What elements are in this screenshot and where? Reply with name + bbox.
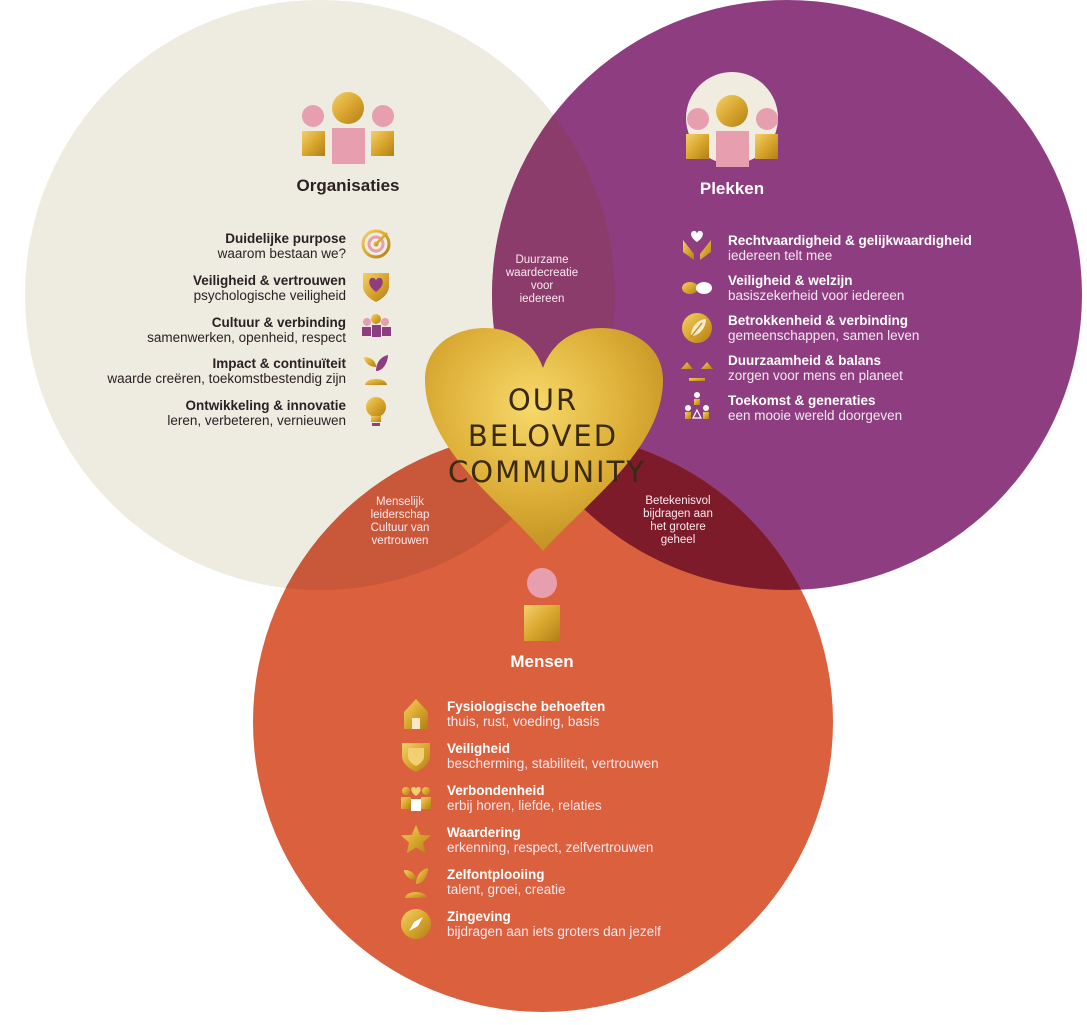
sprout-icon: [364, 355, 388, 385]
overlap-line: het grotere: [650, 521, 706, 533]
plekken-people-icon: [686, 72, 778, 167]
list-item: Ontwikkeling & innovatie leren, verbeter…: [167, 398, 346, 428]
item-subtitle: een mooie wereld doorgeven: [728, 408, 903, 423]
item-title: Veiligheid: [447, 741, 511, 756]
item-subtitle: bijdragen aan iets groters dan jezelf: [447, 924, 661, 939]
item-subtitle: samenwerken, openheid, respect: [147, 330, 346, 345]
list-item: Zelfontplooiing talent, groei, creatie: [447, 867, 566, 897]
overlap-line: iedereen: [519, 293, 565, 305]
item-title: Zelfontplooiing: [447, 867, 545, 882]
item-subtitle: zorgen voor mens en planeet: [728, 368, 903, 383]
mensen-person-icon: [524, 568, 560, 641]
item-title: Ontwikkeling & innovatie: [185, 398, 346, 413]
item-title: Fysiologische behoeften: [447, 699, 606, 714]
item-subtitle: basiszekerheid voor iedereen: [728, 288, 905, 303]
item-title: Zingeving: [447, 909, 511, 924]
overlap-label-org-mensen: Menselijk leiderschap Cultuur van vertro…: [350, 496, 450, 548]
organisaties-title: Organisaties: [296, 176, 400, 195]
people-group-icon: [362, 314, 391, 337]
hands-heart-icon: [683, 230, 711, 260]
item-title: Veiligheid & vertrouwen: [192, 273, 346, 288]
item-title: Duidelijke purpose: [225, 231, 346, 246]
list-item: Cultuur & verbinding samenwerken, openhe…: [147, 315, 346, 345]
mensen-title: Mensen: [510, 652, 574, 671]
list-item: Veiligheid & vertrouwen psychologische v…: [193, 273, 346, 303]
overlap-line: Duurzame: [515, 254, 569, 266]
heart-title-line2: COMMUNITY: [448, 455, 647, 489]
growth-icon: [404, 868, 428, 898]
overlap-org-mensen: [253, 432, 615, 590]
target-icon: [361, 229, 391, 259]
overlap-line: bijdragen aan: [643, 508, 713, 520]
overlap-line: geheel: [660, 534, 696, 546]
item-title: Waardering: [447, 825, 521, 840]
plekken-title: Plekken: [699, 179, 765, 198]
infinity-icon: [682, 282, 712, 294]
lightbulb-icon: [366, 397, 386, 426]
list-item: Rechtvaardigheid & gelijkwaardigheid ied…: [728, 233, 972, 263]
overlap-label-plekken-mensen: Betekenisvol bijdragen aan het grotere g…: [628, 495, 728, 547]
heart-shape: [425, 328, 663, 551]
list-item: Impact & continuïteit waarde creëren, to…: [107, 356, 346, 386]
overlap-line: waardecreatie: [505, 267, 579, 279]
item-title: Betrokkenheid & verbinding: [728, 313, 909, 328]
overlap-line: Cultuur van: [370, 522, 430, 534]
item-subtitle: waarde creëren, toekomstbestendig zijn: [107, 371, 346, 386]
list-item: Veiligheid & welzijn basiszekerheid voor…: [728, 273, 904, 303]
item-subtitle: thuis, rust, voeding, basis: [447, 714, 600, 729]
list-item: Betrokkenheid & verbinding gemeenschappe…: [728, 313, 919, 343]
item-title: Veiligheid & welzijn: [728, 273, 853, 288]
item-subtitle: talent, groei, creatie: [447, 882, 566, 897]
list-item: Duurzaamheid & balans zorgen voor mens e…: [728, 353, 903, 383]
generations-icon: [685, 392, 709, 419]
list-item: Zingeving bijdragen aan iets groters dan…: [447, 909, 661, 939]
shield-heart-icon: [363, 273, 389, 302]
heart-title-line1: OUR BELOVED: [467, 383, 619, 453]
item-subtitle: leren, verbeteren, vernieuwen: [167, 413, 346, 428]
list-item: Veiligheid bescherming, stabiliteit, ver…: [447, 741, 659, 771]
organisaties-people-icon: [302, 92, 394, 164]
star-icon: [401, 825, 431, 854]
overlap-line: Menselijk: [376, 496, 424, 508]
list-item: Fysiologische behoeften thuis, rust, voe…: [447, 699, 605, 729]
overlap-line: Betekenisvol: [645, 495, 711, 507]
item-subtitle: iedereen telt mee: [728, 248, 833, 263]
item-title: Verbondenheid: [447, 783, 545, 798]
list-item: Toekomst & generaties een mooie wereld d…: [728, 393, 902, 423]
item-subtitle: erkenning, respect, zelfvertrouwen: [447, 840, 654, 855]
item-title: Cultuur & verbinding: [211, 315, 346, 330]
item-title: Rechtvaardigheid & gelijkwaardigheid: [728, 233, 972, 248]
scales-icon: [681, 356, 713, 381]
connection-icon: [401, 786, 431, 811]
item-title: Impact & continuïteit: [212, 356, 346, 371]
item-subtitle: erbij horen, liefde, relaties: [447, 798, 602, 813]
item-subtitle: bescherming, stabiliteit, vertrouwen: [447, 756, 659, 771]
compass-icon: [401, 909, 431, 939]
overlap-line: vertrouwen: [371, 535, 429, 547]
item-title: Duurzaamheid & balans: [728, 353, 882, 368]
heart-title: OUR BELOVED COMMUNITY: [448, 382, 647, 490]
item-title: Toekomst & generaties: [728, 393, 876, 408]
shield-icon: [402, 743, 430, 772]
item-subtitle: gemeenschappen, samen leven: [728, 328, 920, 343]
list-item: Verbondenheid erbij horen, liefde, relat…: [447, 783, 602, 813]
list-item: Waardering erkenning, respect, zelfvertr…: [447, 825, 653, 855]
overlap-line: leiderschap: [370, 509, 430, 521]
list-item: Duidelijke purpose waarom bestaan we?: [218, 231, 346, 261]
item-subtitle: psychologische veiligheid: [193, 288, 346, 303]
overlap-label-org-plekken: Duurzame waardecreatie voor iedereen: [494, 254, 590, 306]
item-subtitle: waarom bestaan we?: [217, 246, 346, 261]
house-icon: [404, 699, 428, 729]
leaf-icon: [682, 313, 712, 343]
overlap-line: voor: [530, 280, 554, 292]
